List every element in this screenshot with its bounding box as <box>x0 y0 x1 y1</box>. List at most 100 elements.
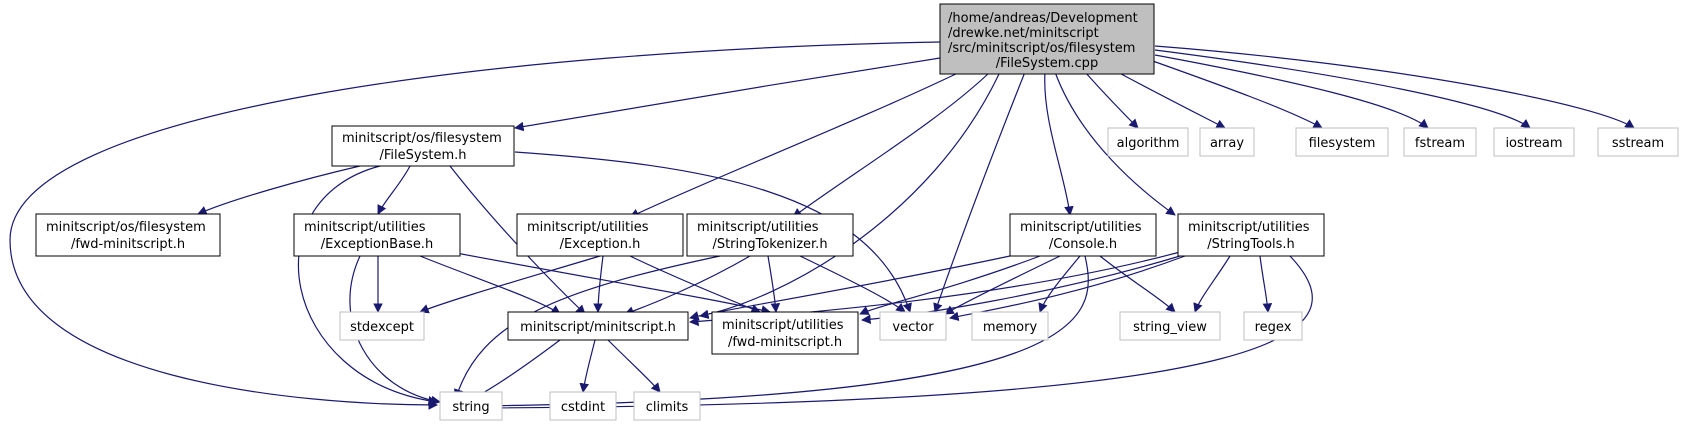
node-filesystem-label: filesystem <box>1309 136 1376 151</box>
node-console-line-1: minitscript/utilities <box>1020 220 1142 235</box>
node-minitscript-h-label: minitscript/minitscript.h <box>520 320 676 335</box>
node-memory-label: memory <box>983 320 1038 335</box>
node-stdexcept-label: stdexcept <box>350 320 414 335</box>
node-stringtokenizer-line-1: minitscript/utilities <box>697 220 819 235</box>
node-iostream[interactable]: iostream <box>1493 127 1575 157</box>
edge-root-minitscript-h <box>699 71 1001 320</box>
node-console-line-2: /Console.h <box>1049 237 1117 252</box>
edge-root-fstream <box>1154 54 1429 129</box>
node-string-view-label: string_view <box>1133 320 1207 335</box>
edge-eb-string <box>349 255 441 406</box>
node-root-line-4: /FileSystem.cpp <box>996 56 1098 71</box>
edge-eb-minitscript <box>419 255 561 315</box>
edge-root-filesystem <box>1149 59 1323 129</box>
node-minitscript-h[interactable]: minitscript/minitscript.h <box>507 311 689 341</box>
node-filesystem-h-line-1: minitscript/os/filesystem <box>342 131 502 146</box>
node-stringtools-h[interactable]: minitscript/utilities /StringTools.h <box>1177 213 1325 257</box>
edge-mini-cstdint <box>579 339 596 393</box>
node-stringtools-line-1: minitscript/utilities <box>1188 220 1310 235</box>
node-cstdint[interactable]: cstdint <box>549 391 617 421</box>
node-fwd-fs[interactable]: minitscript/os/filesystem /fwd-minitscri… <box>35 213 221 257</box>
node-stringtokenizer-h[interactable]: minitscript/utilities /StringTokenizer.h <box>686 213 854 257</box>
node-console-h[interactable]: minitscript/utilities /Console.h <box>1009 213 1157 257</box>
edge-ex-stdexcept <box>419 255 601 314</box>
edge-st-fwd-util <box>767 255 781 313</box>
edge-root-stringtokenizer-h <box>792 71 991 218</box>
edge-root-array <box>1109 67 1226 129</box>
node-climits[interactable]: climits <box>633 391 701 421</box>
node-string-label: string <box>452 400 489 415</box>
edge-tools-vector <box>949 255 1186 322</box>
edge-st-minitscript <box>624 255 751 316</box>
edge-tools-string <box>469 255 1313 413</box>
node-stringtokenizer-line-2: /StringTokenizer.h <box>712 237 827 252</box>
node-stdexcept[interactable]: stdexcept <box>339 311 425 341</box>
node-array-label: array <box>1210 136 1244 151</box>
edge-root-algorithm <box>1084 71 1139 129</box>
edge-ex-minitscript <box>593 255 604 313</box>
node-filesystem[interactable]: filesystem <box>1295 127 1389 157</box>
node-fwd-util[interactable]: minitscript/utilities /fwd-minitscript.h <box>711 311 859 355</box>
edge-root-console-h <box>1044 71 1074 216</box>
node-root-line-2: /drewke.net/minitscript <box>948 26 1099 41</box>
edge-mini-climits <box>607 339 661 393</box>
edge-co-vector <box>944 255 1061 315</box>
node-algorithm-label: algorithm <box>1117 136 1180 151</box>
node-exception-h[interactable]: minitscript/utilities /Exception.h <box>516 213 684 257</box>
edge-co-fwd-util <box>859 255 1041 315</box>
node-filesystem-h[interactable]: minitscript/os/filesystem /FileSystem.h <box>331 125 515 167</box>
node-string[interactable]: string <box>439 391 503 421</box>
node-array[interactable]: array <box>1199 127 1255 157</box>
node-algorithm[interactable]: algorithm <box>1107 127 1189 157</box>
node-string-view[interactable]: string_view <box>1119 311 1221 341</box>
edge-root-iostream <box>1154 49 1531 129</box>
node-regex-label: regex <box>1255 320 1292 335</box>
node-root-line-1: /home/andreas/Development <box>948 11 1138 26</box>
node-cstdint-label: cstdint <box>561 400 605 415</box>
edge-tools-regex <box>1259 255 1273 313</box>
node-vector-label: vector <box>892 320 934 335</box>
edge-fs-vector <box>514 151 912 313</box>
edge-co-minitscript <box>689 255 1011 321</box>
edge-ex-fwd-util <box>629 255 761 314</box>
node-exception-line-2: /Exception.h <box>560 237 641 252</box>
node-fstream[interactable]: fstream <box>1403 127 1477 157</box>
edge-co-memory <box>1038 255 1081 313</box>
node-root-filesystem-cpp[interactable]: /home/andreas/Development /drewke.net/mi… <box>939 3 1155 75</box>
node-exceptionbase-line-2: /ExceptionBase.h <box>321 237 433 252</box>
node-exceptionbase-line-1: minitscript/utilities <box>304 220 426 235</box>
edge-fs-string <box>297 165 438 406</box>
node-fwd-util-line-2: /fwd-minitscript.h <box>728 335 842 350</box>
edge-eb-fwd-util <box>439 249 771 315</box>
node-exceptionbase-h[interactable]: minitscript/utilities /ExceptionBase.h <box>293 213 461 257</box>
edge-fs-exceptionbase <box>377 165 411 215</box>
node-filesystem-h-line-2: /FileSystem.h <box>380 148 467 163</box>
edge-root-vector <box>933 71 1026 313</box>
edge-co-string-view <box>1099 255 1176 313</box>
node-stringtools-line-2: /StringTools.h <box>1207 237 1295 252</box>
edge-root-exception-h <box>629 71 961 218</box>
edge-st-string <box>453 255 721 399</box>
node-sstream[interactable]: sstream <box>1597 127 1679 157</box>
node-root-line-3: /src/minitscript/os/filesystem <box>948 41 1135 56</box>
edge-st-vector <box>799 255 906 313</box>
node-climits-label: climits <box>646 400 689 415</box>
edge-root-sstream <box>1154 45 1635 129</box>
edge-tools-string-view <box>1193 255 1231 313</box>
node-memory[interactable]: memory <box>971 311 1049 341</box>
edge-root-string <box>9 41 941 410</box>
node-sstream-label: sstream <box>1612 136 1664 151</box>
node-fstream-label: fstream <box>1415 136 1465 151</box>
edge-fs-fwd-fs <box>197 165 361 215</box>
node-vector[interactable]: vector <box>879 311 947 341</box>
edge-root-stringtools-h <box>1054 71 1176 216</box>
node-exception-line-1: minitscript/utilities <box>527 220 649 235</box>
graph-nodes: /home/andreas/Development /drewke.net/mi… <box>35 3 1679 421</box>
node-fwd-fs-line-1: minitscript/os/filesystem <box>46 220 206 235</box>
edge-root-filesystem-h <box>514 57 941 132</box>
node-regex[interactable]: regex <box>1243 311 1303 341</box>
node-fwd-util-line-1: minitscript/utilities <box>722 318 844 333</box>
node-fwd-fs-line-2: /fwd-minitscript.h <box>71 237 185 252</box>
